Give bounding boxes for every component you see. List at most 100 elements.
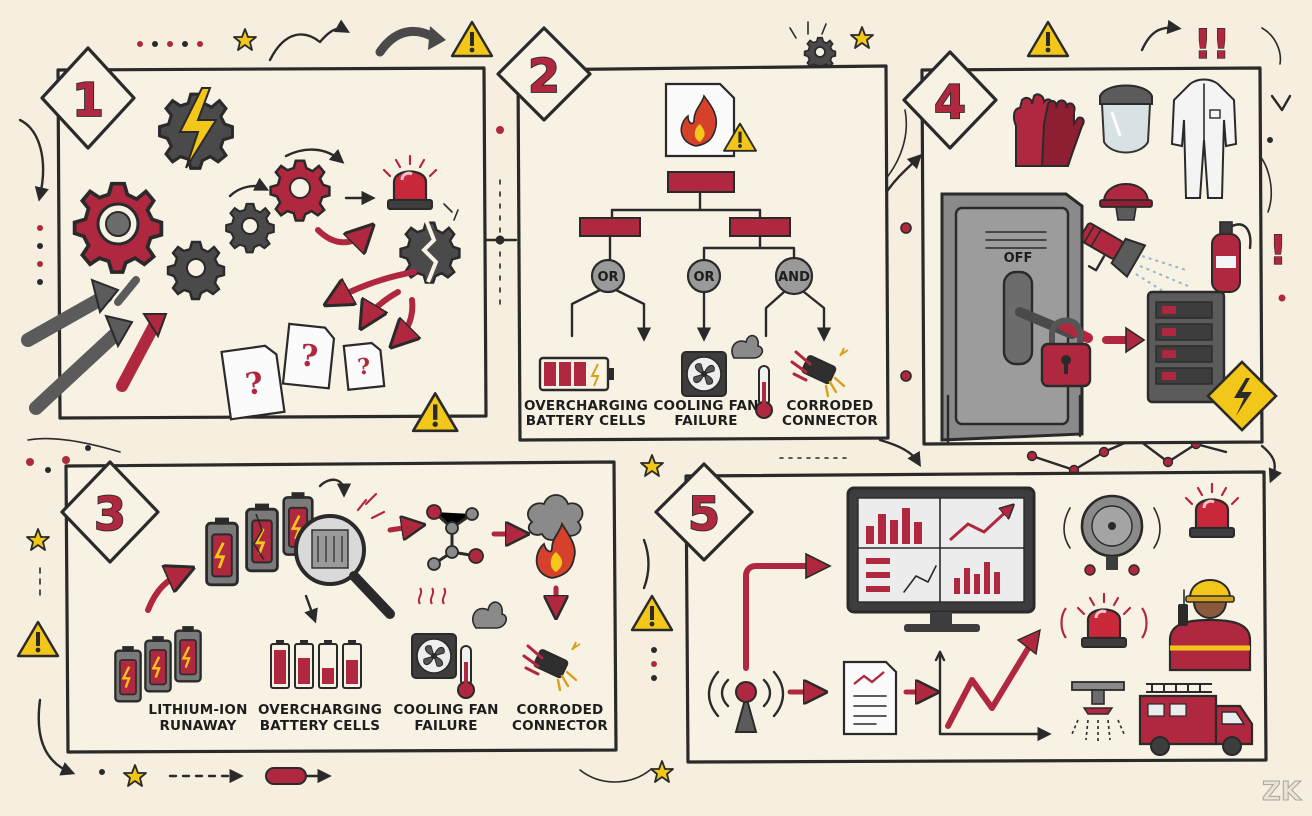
svg-text:!!: !!	[1194, 22, 1230, 68]
star-icon	[850, 26, 874, 49]
gate-and: AND	[774, 256, 814, 296]
smoke-icon	[731, 334, 764, 359]
svg-text:?: ?	[243, 366, 265, 403]
warning-icon	[16, 620, 60, 658]
battery-row-icon	[270, 640, 362, 689]
gear-icon	[269, 159, 331, 222]
sprinkler-icon	[1071, 681, 1125, 744]
warning-icon	[450, 20, 494, 58]
svg-text:COOLING FAN: COOLING FAN	[393, 702, 498, 718]
cause-label-cooling-fan: COOLING FAN FAILURE	[393, 702, 498, 734]
fault-tree: OR OR AND	[570, 171, 824, 336]
star-icon	[650, 760, 674, 783]
helmet-icon	[1099, 183, 1153, 221]
warning-icon	[630, 594, 674, 632]
thermometer-icon	[457, 645, 475, 699]
smoke-icon	[472, 601, 508, 629]
fan-icon	[411, 633, 457, 679]
background-doodles: !! !	[16, 19, 1292, 787]
panel-3: 3	[60, 460, 618, 754]
step-number-1: 1	[72, 73, 104, 127]
step-badge-4: 4	[902, 50, 998, 150]
star-icon	[123, 764, 147, 787]
report-icon	[842, 660, 898, 736]
panel-4: 4	[902, 50, 1278, 446]
step-badge-3: 3	[60, 460, 160, 564]
svg-text:OVERCHARGING: OVERCHARGING	[258, 702, 382, 718]
damaged-battery-pack-icon	[205, 490, 314, 587]
svg-text:RUNAWAY: RUNAWAY	[159, 718, 236, 734]
gear-icon	[72, 181, 164, 274]
svg-text:OVERCHARGING: OVERCHARGING	[524, 398, 648, 414]
question-document-icon: ?	[281, 322, 336, 390]
step-badge-5: 5	[654, 462, 754, 562]
switch-label: OFF	[1004, 251, 1033, 266]
star-icon	[233, 28, 257, 51]
coverall-icon	[1170, 78, 1238, 199]
svg-text:CONNECTOR: CONNECTOR	[782, 413, 878, 429]
svg-text:CORRODED: CORRODED	[517, 702, 604, 718]
face-shield-icon	[1099, 84, 1153, 154]
svg-text:!: !	[1269, 228, 1287, 274]
cause-label-cooling-fan: COOLING FAN FAILURE	[653, 398, 758, 429]
cause-label-overcharging: OVERCHARGING BATTERY CELLS	[258, 702, 382, 734]
cause-label-overcharging: OVERCHARGING BATTERY CELLS	[524, 398, 648, 429]
svg-text:OR: OR	[597, 270, 618, 285]
cause-label-corroded: CORRODED CONNECTOR	[782, 398, 878, 429]
input-arrows	[21, 276, 168, 415]
svg-text:FAILURE: FAILURE	[414, 718, 477, 734]
panel-5: 5	[654, 462, 1268, 764]
step-number-4: 4	[934, 75, 966, 129]
panel-2: 2 OR OR AND	[496, 26, 890, 442]
molecule-icon	[426, 504, 484, 571]
logo-text: ZK	[1262, 777, 1302, 807]
zk-logo: ZK	[1262, 777, 1303, 808]
svg-text:?: ?	[356, 353, 372, 380]
svg-text:BATTERY CELLS: BATTERY CELLS	[526, 413, 646, 429]
firefighter-icon	[1168, 579, 1252, 672]
smoke-fire-icon	[527, 494, 584, 579]
svg-text:OR: OR	[693, 270, 714, 285]
star-icon	[640, 454, 664, 477]
warning-icon	[1026, 20, 1070, 58]
padlock-icon	[1040, 317, 1092, 388]
step-number-2: 2	[528, 49, 560, 103]
magnifier-icon	[294, 514, 395, 619]
svg-text:LITHIUM-ION: LITHIUM-ION	[148, 702, 247, 718]
bell-icon	[1063, 494, 1161, 576]
cause-label-lithium: LITHIUM-ION RUNAWAY	[148, 702, 247, 734]
trend-chart-icon	[934, 628, 1052, 742]
gate-or-1: OR	[590, 258, 626, 294]
lightning-gear-icon	[158, 87, 234, 170]
panel-1: 1	[21, 46, 488, 433]
fire-document-icon	[664, 82, 757, 158]
flashlight-icon	[1079, 222, 1147, 279]
cause-label-corroded: CORRODED CONNECTOR	[512, 702, 608, 734]
gear-icon	[166, 240, 226, 301]
svg-text:FAILURE: FAILURE	[674, 413, 737, 429]
svg-text:?: ?	[298, 338, 319, 375]
svg-text:CONNECTOR: CONNECTOR	[512, 718, 608, 734]
svg-text:COOLING FAN: COOLING FAN	[653, 398, 758, 414]
gloves-icon	[1012, 93, 1085, 167]
fan-icon	[681, 351, 727, 397]
fire-truck-icon	[1138, 683, 1254, 756]
server-rack-icon	[1146, 290, 1226, 404]
high-voltage-icon	[1206, 360, 1278, 432]
fire-extinguisher-icon	[1211, 221, 1252, 293]
broken-gear-icon	[399, 203, 461, 284]
step-number-3: 3	[94, 487, 126, 541]
step-number-5: 5	[688, 487, 720, 541]
step-badge-2: 2	[496, 26, 592, 122]
step-badge-1: 1	[40, 46, 136, 150]
svg-text:CORRODED: CORRODED	[787, 398, 874, 414]
question-document-icon: ?	[220, 344, 286, 421]
sensor-icon	[707, 670, 785, 733]
gate-or-2: OR	[686, 258, 722, 294]
question-document-icon: ?	[342, 341, 386, 391]
svg-text:BATTERY CELLS: BATTERY CELLS	[260, 718, 380, 734]
monitor-dashboard-icon	[846, 486, 1036, 632]
star-icon	[26, 528, 50, 551]
gear-icon	[225, 202, 275, 254]
